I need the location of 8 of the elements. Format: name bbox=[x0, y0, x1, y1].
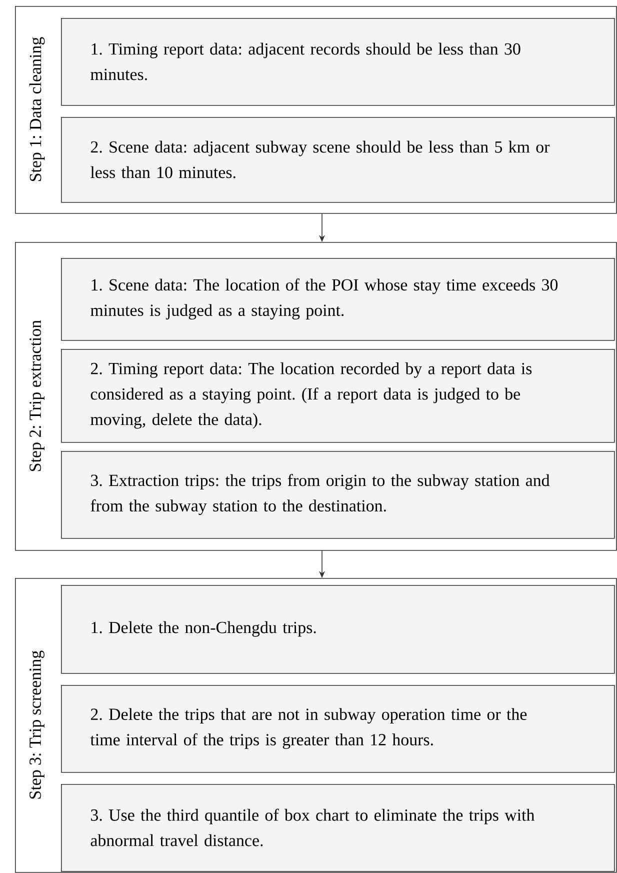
step-box: 1. Scene data: The location of the POI whose stay time exceeds 30 minutes is judged as a staying point. bbox=[61, 258, 615, 341]
step-box: 2. Scene data: adjacent subway scene should be less than 5 km or less than 10 minutes. bbox=[61, 117, 615, 203]
step-box: 2. Timing report data: The location recorded by a report data is considered as a staying point. (If a report data is judged to be moving, delete the data). bbox=[61, 349, 615, 443]
step-box: 3. Use the third quantile of box chart to eliminate the trips with abnormal travel distance. bbox=[61, 784, 615, 872]
step-box: 1. Delete the non-Chengdu trips. bbox=[61, 585, 615, 674]
step-box: 3. Extraction trips: the trips from origin to the subway station and from the subway station to the destination. bbox=[61, 451, 615, 539]
step-box: 1. Timing report data: adjacent records should be less than 30 minutes. bbox=[61, 18, 615, 106]
step-box: 2. Delete the trips that are not in subway operation time or the time interval of the trips is greater than 12 hours. bbox=[61, 685, 615, 773]
